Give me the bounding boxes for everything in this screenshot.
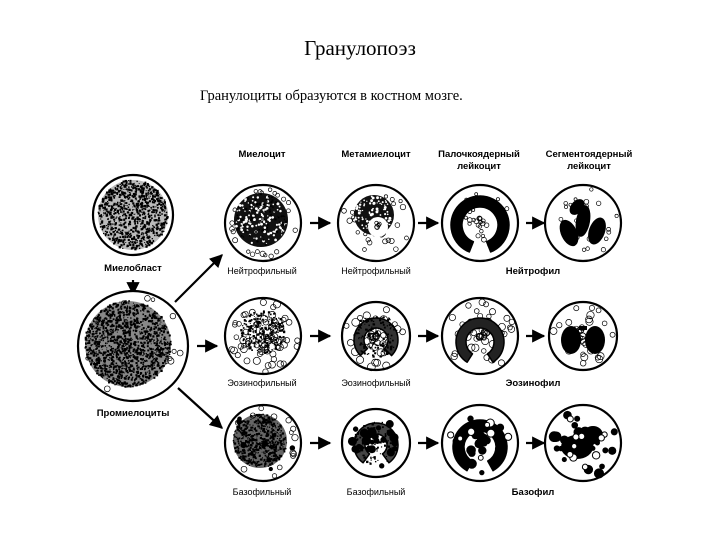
myeloblast-cell bbox=[93, 175, 173, 255]
row2-mature-label: Эозинофил bbox=[506, 378, 561, 389]
arrow-to-basophilic-myelocyte bbox=[178, 388, 222, 428]
row3-mature-label: Базофил bbox=[512, 487, 555, 498]
basophil-band-cell bbox=[442, 405, 518, 481]
header-segmented-line1: Сегментоядерный bbox=[546, 149, 633, 160]
basophilic-metamyelocyte-cell bbox=[342, 409, 410, 477]
header-myelocyte: Миелоцит bbox=[238, 149, 285, 160]
neutrophil-band-cell bbox=[442, 185, 518, 261]
promyelocyte-label: Промиелоциты bbox=[97, 408, 170, 419]
header-band-line2: лейкоцит bbox=[457, 161, 501, 172]
myeloblast-label: Миелобласт bbox=[104, 263, 162, 274]
neutrophilic-metamyelocyte-cell bbox=[338, 185, 414, 261]
header-band-line1: Палочкоядерный bbox=[438, 149, 520, 160]
promyelocyte-cell bbox=[78, 291, 188, 401]
neutrophil-segmented-cell bbox=[545, 185, 621, 261]
eosinophilic-metamyelocyte-cell bbox=[342, 302, 410, 371]
row2-metamyelocyte-label: Эозинофильный bbox=[341, 378, 410, 388]
row1-metamyelocyte-label: Нейтрофильный bbox=[341, 266, 411, 276]
row3-metamyelocyte-label: Базофильный bbox=[347, 487, 406, 497]
row1-myelocyte-label: Нейтрофильный bbox=[227, 266, 297, 276]
basophil-segmented-cell bbox=[545, 405, 621, 481]
eosinophil-band-cell bbox=[442, 298, 518, 374]
arrow-to-neutrophilic-myelocyte bbox=[175, 255, 222, 302]
eosinophilic-myelocyte-cell bbox=[225, 298, 301, 374]
eosinophil-segmented-cell bbox=[549, 302, 617, 370]
row3-myelocyte-label: Базофильный bbox=[233, 487, 292, 497]
basophilic-myelocyte-cell bbox=[225, 405, 301, 481]
row2-myelocyte-label: Эозинофильный bbox=[227, 378, 296, 388]
header-segmented-line2: лейкоцит bbox=[567, 161, 611, 172]
header-metamyelocyte: Метамиелоцит bbox=[341, 149, 411, 160]
neutrophilic-myelocyte-cell bbox=[225, 185, 301, 261]
row1-mature-label: Нейтрофил bbox=[506, 266, 560, 277]
